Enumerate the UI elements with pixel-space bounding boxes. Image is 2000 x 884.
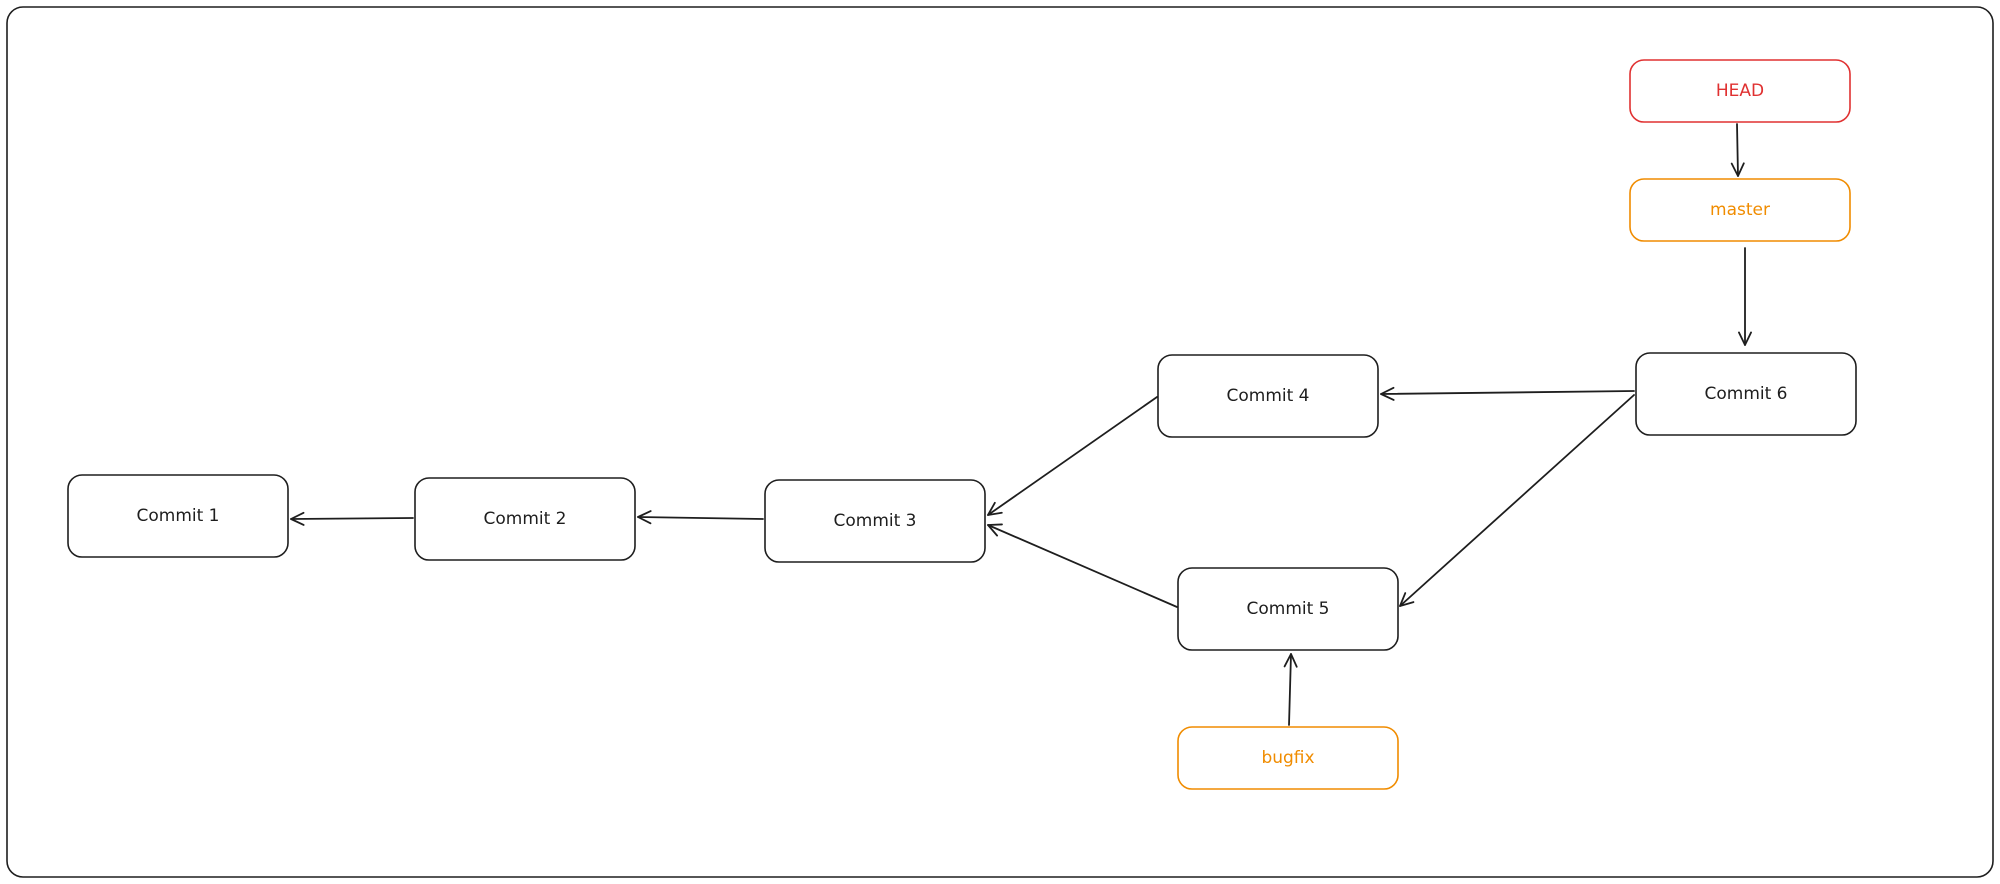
head-box[interactable] [1629, 59, 1851, 123]
arrowhead-icon [987, 523, 1003, 537]
nodes-layer: Commit 1 Commit 2 Commit 3 Commit 4 Commit 5… [67, 59, 1857, 790]
commit2-label: Commit 2 [484, 509, 567, 529]
node-commit2[interactable]: Commit 2 [414, 477, 636, 561]
head-label: HEAD [1716, 81, 1764, 101]
edge-line [637, 516, 764, 520]
node-commit4[interactable]: Commit 4 [1157, 354, 1379, 438]
edge-commit2-to-commit1 [290, 511, 414, 526]
arrowhead-icon [1380, 386, 1395, 401]
edge-commit5-to-commit3 [987, 523, 1178, 608]
arrowhead-icon [1283, 653, 1298, 668]
node-commit6[interactable]: Commit 6 [1635, 352, 1857, 436]
node-bugfix[interactable]: bugfix [1177, 726, 1399, 790]
node-head[interactable]: HEAD [1629, 59, 1851, 123]
edges-layer [290, 123, 1752, 726]
edge-commit4-to-commit3 [987, 396, 1158, 516]
commit1-box[interactable] [67, 474, 289, 558]
edge-line [1736, 123, 1739, 177]
edge-line [290, 517, 414, 520]
edge-line [987, 396, 1158, 516]
arrowhead-icon [637, 510, 652, 525]
edge-commit3-to-commit2 [637, 510, 764, 525]
edge-commit6-to-commit5 [1399, 394, 1635, 607]
arrowhead-icon [987, 501, 1003, 516]
arrowhead-icon [290, 511, 305, 526]
commit6-label: Commit 6 [1705, 384, 1788, 404]
edge-head-to-master [1730, 123, 1745, 177]
commit1-label: Commit 1 [137, 506, 220, 526]
edge-line [1288, 653, 1292, 726]
node-commit3[interactable]: Commit 3 [764, 479, 986, 563]
node-commit1[interactable]: Commit 1 [67, 474, 289, 558]
bugfix-box[interactable] [1177, 726, 1399, 790]
commit5-box[interactable] [1177, 567, 1399, 651]
commit3-box[interactable] [764, 479, 986, 563]
master-box[interactable] [1629, 178, 1851, 242]
edge-master-to-commit6 [1738, 247, 1752, 346]
diagram-frame [6, 6, 1994, 878]
edge-line [1380, 390, 1635, 395]
bugfix-label: bugfix [1261, 748, 1314, 768]
node-master[interactable]: master [1629, 178, 1851, 242]
node-commit5[interactable]: Commit 5 [1177, 567, 1399, 651]
arrowhead-icon [1730, 162, 1745, 177]
commit2-box[interactable] [414, 477, 636, 561]
commit6-box[interactable] [1635, 352, 1857, 436]
arrowhead-icon [1738, 331, 1752, 346]
commit5-label: Commit 5 [1247, 599, 1330, 619]
arrowhead-icon [1399, 592, 1415, 607]
edge-commit6-to-commit4 [1380, 386, 1635, 401]
commit4-box[interactable] [1157, 354, 1379, 438]
commit4-label: Commit 4 [1227, 386, 1310, 406]
commit3-label: Commit 3 [834, 511, 917, 531]
edge-line [987, 524, 1178, 608]
master-label: master [1710, 200, 1770, 220]
edge-line [1399, 394, 1635, 607]
edge-bugfix-to-commit5 [1283, 653, 1298, 726]
